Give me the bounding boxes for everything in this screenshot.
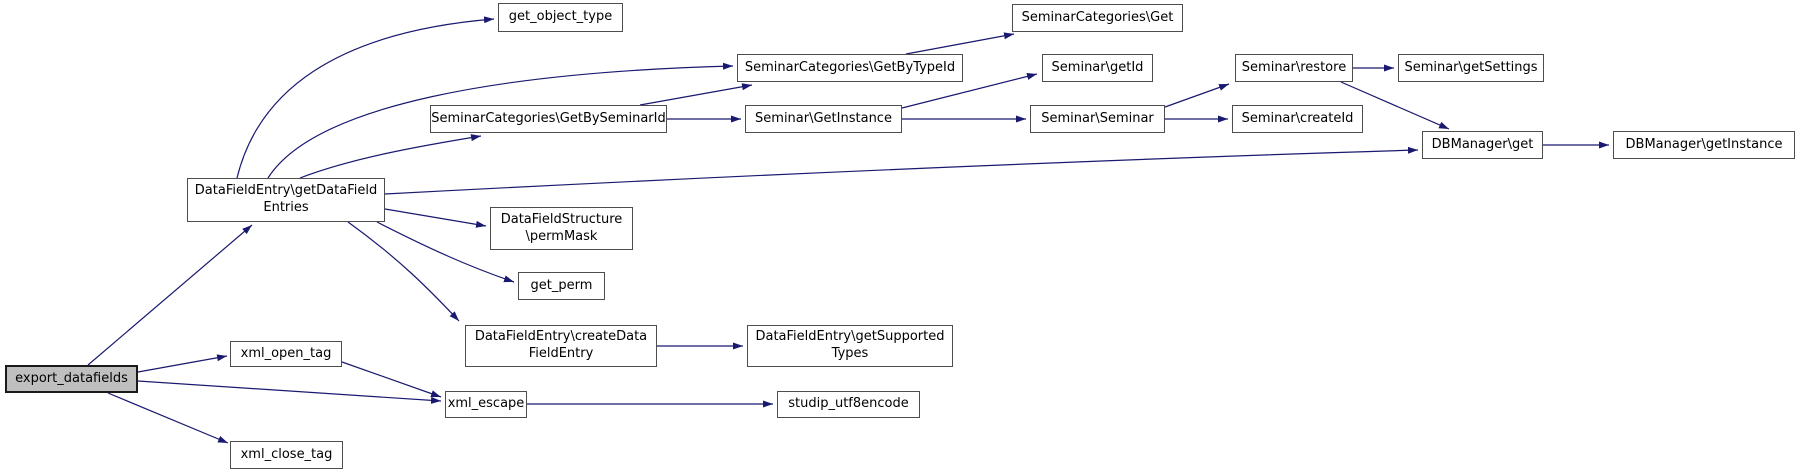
node-seminar-getid[interactable]: Seminar\getId [1042, 54, 1153, 82]
node-label: Seminar\GetInstance [755, 110, 892, 126]
node-label: get_perm [530, 277, 593, 293]
node-xml-escape[interactable]: xml_escape [445, 391, 527, 418]
edge-getdatafieldentries-to-getbyseminarid [299, 134, 482, 179]
node-xml-open-tag[interactable]: xml_open_tag [230, 341, 342, 367]
edge-export-datafields-to-xml-close-tag [107, 392, 229, 444]
node-seminarcategories-get[interactable]: SeminarCategories\Get [1012, 4, 1183, 32]
node-label: Types [831, 346, 869, 361]
edge-getdatafieldentries-to-permmask [384, 208, 487, 228]
node-label: studip_utf8encode [788, 396, 909, 412]
node-datafieldentry-getsupportedtypes[interactable]: DataFieldEntry\getSupported Types [747, 325, 953, 367]
node-label: xml_open_tag [240, 345, 332, 361]
node-seminar-createid[interactable]: Seminar\createId [1232, 105, 1363, 133]
node-label: SeminarCategories\GetByTypeId [744, 59, 956, 75]
node-label: DataFieldEntry\createData [474, 329, 648, 345]
edge-getbyseminarid-to-getbytypeid [639, 83, 753, 106]
node-label: Seminar\createId [1241, 110, 1354, 126]
node-seminar-getsettings[interactable]: Seminar\getSettings [1398, 54, 1544, 82]
node-label: Seminar\getId [1051, 59, 1144, 75]
node-seminar-restore[interactable]: Seminar\restore [1235, 54, 1353, 82]
node-get-perm[interactable]: get_perm [518, 272, 605, 300]
edge-seminar-seminar-to-restore [1164, 83, 1230, 108]
node-studip-utf8encode[interactable]: studip_utf8encode [777, 391, 920, 418]
edge-restore-to-dbmanager-get [1340, 81, 1450, 130]
node-label: get_object_type [508, 9, 613, 25]
edge-getdatafieldentries-to-getbytypeid [267, 62, 734, 179]
node-label: DBManager\getInstance [1625, 136, 1783, 152]
node-label: Seminar\restore [1241, 59, 1347, 75]
edge-getbytypeid-to-seminarcategories-get [905, 32, 1015, 55]
edge-getdatafieldentries-to-createdatafieldentry [347, 221, 460, 322]
node-label: Seminar\Seminar [1041, 110, 1154, 126]
node-dbmanager-get[interactable]: DBManager\get [1422, 131, 1543, 159]
node-label: FieldEntry [528, 346, 594, 361]
node-label: DataFieldEntry\getSupported [755, 329, 945, 345]
node-dbmanager-getinstance[interactable]: DBManager\getInstance [1613, 131, 1795, 159]
node-label: xml_escape [447, 396, 525, 412]
node-label: DataFieldStructure [500, 211, 623, 227]
node-seminar-seminar[interactable]: Seminar\Seminar [1030, 105, 1165, 133]
edge-getdatafieldentries-to-dbmanager-get [384, 146, 1419, 195]
node-label: DBManager\get [1431, 136, 1534, 152]
node-label: DataFieldEntry\getDataField [194, 183, 378, 199]
node-datafieldstructure-permmask[interactable]: DataFieldStructure \permMask [490, 207, 633, 250]
node-datafieldentry-createdatafieldentry[interactable]: DataFieldEntry\createData FieldEntry [465, 325, 657, 367]
node-export-datafields: export_datafields [5, 365, 138, 393]
node-label: SeminarCategories\GetBySeminarId [431, 110, 666, 126]
node-seminarcategories-getbytypeid[interactable]: SeminarCategories\GetByTypeId [737, 54, 963, 82]
edge-export-datafields-to-xml-open-tag [137, 354, 228, 373]
edge-export-datafields-to-getdatafieldentries [87, 224, 253, 366]
node-label: xml_close_tag [240, 446, 333, 462]
node-label: export_datafields [15, 370, 128, 386]
node-label: \permMask [525, 228, 598, 244]
edge-getdatafieldentries-to-get-object-type [236, 16, 495, 179]
node-datafieldentry-getdatafieldentries[interactable]: DataFieldEntry\getDataField Entries [187, 178, 385, 222]
node-get-object-type[interactable]: get_object_type [498, 3, 623, 32]
edge-getdatafieldentries-to-get-perm [376, 221, 515, 283]
node-label: SeminarCategories\Get [1021, 9, 1174, 25]
node-xml-close-tag[interactable]: xml_close_tag [230, 441, 343, 469]
node-label: Entries [263, 200, 309, 215]
node-seminarcategories-getbyseminarid[interactable]: SeminarCategories\GetBySeminarId [430, 105, 667, 133]
edge-getinstance-to-getid [901, 73, 1038, 109]
node-label: Seminar\getSettings [1404, 59, 1538, 75]
edge-export-datafields-to-xml-escape [137, 380, 442, 404]
node-seminar-getinstance[interactable]: Seminar\GetInstance [745, 105, 902, 133]
edge-xml-open-tag-to-xml-escape [341, 361, 442, 398]
